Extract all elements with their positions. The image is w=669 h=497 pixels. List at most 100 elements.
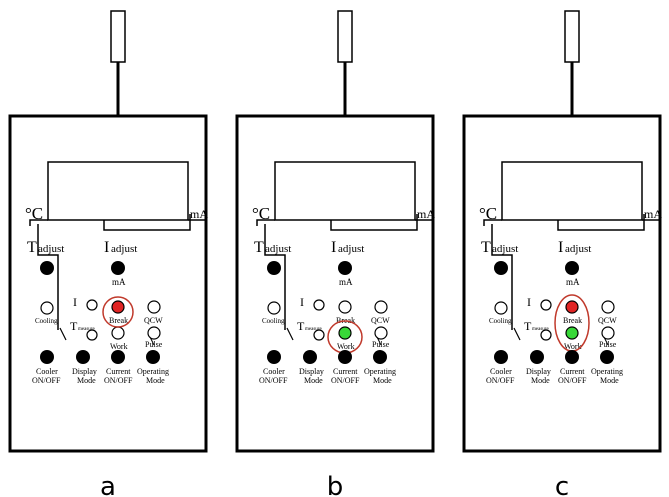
break-led bbox=[111, 300, 125, 314]
t-adjust-sub: adjust bbox=[492, 243, 518, 255]
pulse-led bbox=[147, 326, 161, 340]
display-label-1: Display bbox=[72, 367, 97, 376]
milliamp-label: mA bbox=[644, 207, 662, 221]
i-adjust-knob bbox=[111, 261, 125, 275]
qcw-led bbox=[147, 300, 161, 314]
qcw-led bbox=[601, 300, 615, 314]
t-measure-sub: measure bbox=[305, 327, 322, 332]
cooling-label: Cooling bbox=[262, 317, 285, 325]
t-measure-main: T bbox=[524, 319, 532, 333]
cooler-label-1: Cooler bbox=[490, 367, 512, 376]
link-pulse bbox=[603, 336, 609, 346]
display-label-2: Mode bbox=[304, 376, 323, 385]
bottom-button-3 bbox=[338, 350, 352, 364]
probe-connector bbox=[110, 10, 126, 63]
display-label-2: Mode bbox=[531, 376, 550, 385]
t-adjust-sub: adjust bbox=[265, 243, 291, 255]
display-window bbox=[501, 161, 643, 221]
current-label-2: ON/OFF bbox=[331, 376, 360, 385]
cooler-label-2: ON/OFF bbox=[259, 376, 288, 385]
i-led-label: I bbox=[527, 295, 531, 309]
link-cooling bbox=[513, 327, 521, 341]
bottom-button-3 bbox=[111, 350, 125, 364]
bottom-button-3 bbox=[565, 350, 579, 364]
celsius-label: °C bbox=[479, 204, 497, 223]
temp-wire bbox=[491, 224, 513, 330]
cooler-label-2: ON/OFF bbox=[32, 376, 61, 385]
display-lead-ma bbox=[330, 214, 418, 231]
display-label-1: Display bbox=[526, 367, 551, 376]
link-cooling bbox=[59, 327, 67, 341]
celsius-label: °C bbox=[252, 204, 270, 223]
pulse-led bbox=[374, 326, 388, 340]
probe-connector bbox=[337, 10, 353, 63]
cooling-led bbox=[40, 301, 54, 315]
cooler-label-2: ON/OFF bbox=[486, 376, 515, 385]
display-window bbox=[274, 161, 416, 221]
link-pulse bbox=[149, 336, 155, 346]
t-adjust-knob bbox=[267, 261, 281, 275]
ma-under-label: mA bbox=[566, 277, 580, 287]
t-adjust-main: T bbox=[27, 239, 37, 256]
display-lead-ma bbox=[557, 214, 645, 231]
work-led bbox=[111, 326, 125, 340]
bottom-button-4 bbox=[600, 350, 614, 364]
cooling-label: Cooling bbox=[35, 317, 58, 325]
current-label-1: Current bbox=[106, 367, 131, 376]
display-lead-temp bbox=[29, 219, 48, 226]
temp-wire bbox=[264, 224, 286, 330]
display-lead-temp bbox=[483, 219, 502, 226]
i-adjust-sub: adjust bbox=[111, 243, 137, 255]
break-label: Break bbox=[563, 316, 582, 325]
i-adjust-knob bbox=[565, 261, 579, 275]
current-label-1: Current bbox=[333, 367, 358, 376]
i-led bbox=[540, 299, 552, 311]
qcw-label: QCW bbox=[598, 316, 617, 325]
bottom-button-2 bbox=[76, 350, 90, 364]
i-led-label: I bbox=[73, 295, 77, 309]
probe-connector bbox=[564, 10, 580, 63]
break-label: Break bbox=[109, 316, 128, 325]
qcw-led bbox=[374, 300, 388, 314]
operating-label-1: Operating bbox=[364, 367, 396, 376]
work-led bbox=[338, 326, 352, 340]
bottom-button-1 bbox=[40, 350, 54, 364]
display-label-1: Display bbox=[299, 367, 324, 376]
display-window bbox=[47, 161, 189, 221]
i-led-label: I bbox=[300, 295, 304, 309]
display-mode-led bbox=[86, 329, 98, 341]
link-pulse bbox=[376, 336, 382, 346]
cooling-led bbox=[267, 301, 281, 315]
qcw-label: QCW bbox=[144, 316, 163, 325]
cooling-led bbox=[494, 301, 508, 315]
t-measure-main: T bbox=[297, 319, 305, 333]
milliamp-label: mA bbox=[190, 207, 208, 221]
break-led bbox=[338, 300, 352, 314]
work-label: Work bbox=[110, 342, 128, 351]
i-adjust-main: I bbox=[104, 239, 109, 256]
work-label: Work bbox=[337, 342, 355, 351]
bottom-button-2 bbox=[530, 350, 544, 364]
milliamp-label: mA bbox=[417, 207, 435, 221]
cooling-label: Cooling bbox=[489, 317, 512, 325]
operating-label-2: Mode bbox=[373, 376, 392, 385]
t-adjust-main: T bbox=[481, 239, 491, 256]
panel-caption: c bbox=[555, 472, 569, 497]
display-mode-led bbox=[313, 329, 325, 341]
celsius-label: °C bbox=[25, 204, 43, 223]
t-measure-sub: measure bbox=[532, 327, 549, 332]
ma-under-label: mA bbox=[339, 277, 353, 287]
current-label-2: ON/OFF bbox=[104, 376, 133, 385]
link-cooling bbox=[286, 327, 294, 341]
i-adjust-sub: adjust bbox=[338, 243, 364, 255]
i-led bbox=[313, 299, 325, 311]
current-label-2: ON/OFF bbox=[558, 376, 587, 385]
bottom-button-4 bbox=[373, 350, 387, 364]
bottom-button-1 bbox=[267, 350, 281, 364]
temp-wire bbox=[37, 224, 59, 330]
i-adjust-sub: adjust bbox=[565, 243, 591, 255]
break-led bbox=[565, 300, 579, 314]
